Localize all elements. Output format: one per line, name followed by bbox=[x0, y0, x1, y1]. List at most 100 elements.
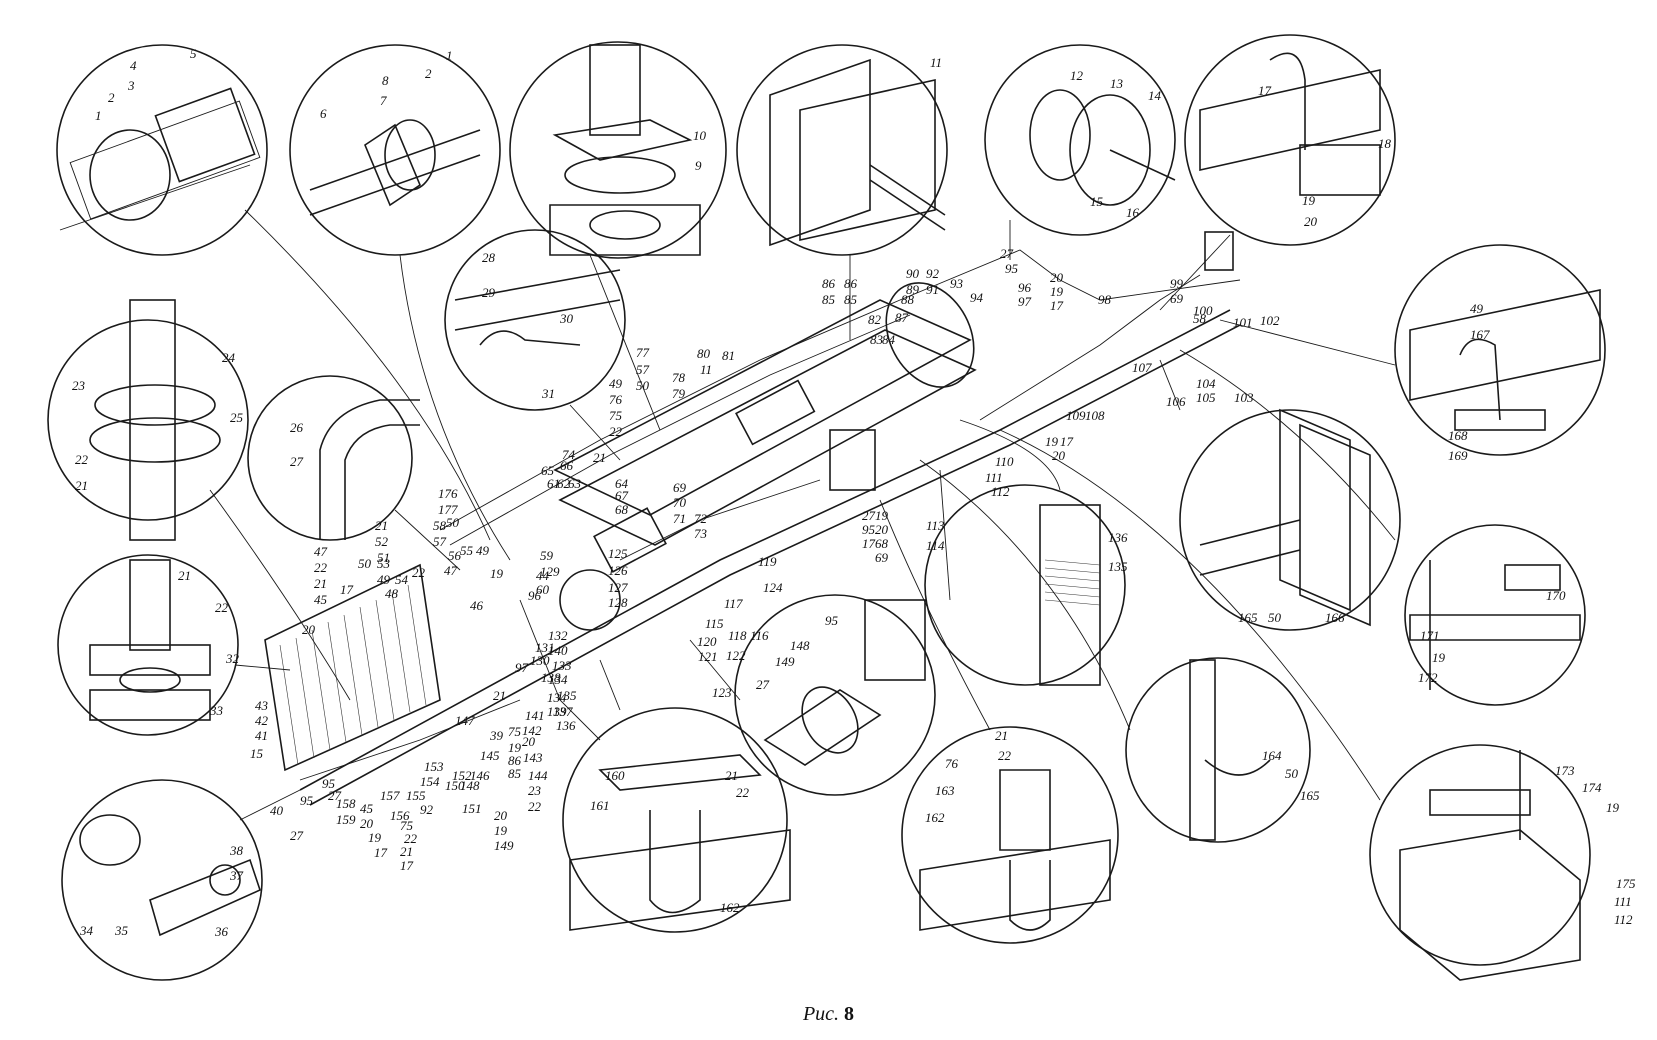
callout-group-detail-3: 10 9 bbox=[693, 128, 707, 173]
callout-number: 156 bbox=[390, 808, 410, 823]
callout-number: 91 bbox=[926, 282, 939, 297]
callout-number: 30 bbox=[559, 311, 574, 326]
callout-number: 95 bbox=[862, 522, 876, 537]
detail-circle-1 bbox=[56, 44, 268, 256]
callout-number: 163 bbox=[935, 783, 955, 798]
callout-group-detail-13: 165 50 166 bbox=[1238, 610, 1345, 625]
callout-number: 19 bbox=[368, 830, 382, 845]
callout-number: 93 bbox=[950, 276, 964, 291]
callout-number: 21 bbox=[493, 688, 506, 703]
callout-number: 94 bbox=[970, 290, 984, 305]
callout-number: 20 bbox=[360, 816, 374, 831]
callout-number: 134 bbox=[547, 690, 567, 705]
callout-group-detail-4: 11 bbox=[930, 55, 942, 70]
callout-number: 159 bbox=[336, 812, 356, 827]
callout-number: 69 bbox=[1170, 291, 1184, 306]
callout-number: 1 bbox=[95, 108, 102, 123]
callout-number: 142 bbox=[522, 723, 542, 738]
callout-number: 173 bbox=[1555, 763, 1575, 778]
callout-number: 22 bbox=[412, 565, 426, 580]
callout-number: 74 bbox=[562, 447, 576, 462]
callout-number: 41 bbox=[255, 728, 268, 743]
callout-number: 137 bbox=[553, 704, 573, 719]
callout-number: 57 bbox=[636, 362, 650, 377]
callout-group-detail-17: 160 21 22 161 162 bbox=[590, 768, 750, 915]
callout-number: 95 bbox=[825, 613, 839, 628]
detail-circle-5 bbox=[984, 44, 1176, 236]
detail-circle-11 bbox=[61, 779, 263, 981]
callout-number: 23 bbox=[72, 378, 86, 393]
callout-number: 115 bbox=[705, 616, 724, 631]
callout-number: 86 bbox=[822, 276, 836, 291]
callout-number: 80 bbox=[697, 346, 711, 361]
callout-number: 49 bbox=[377, 572, 391, 587]
callout-number: 52 bbox=[375, 534, 389, 549]
callout-number: 27 bbox=[290, 454, 304, 469]
callout-number: 77 bbox=[636, 345, 650, 360]
callout-number: 129 bbox=[540, 564, 560, 579]
figure-caption: Рис. 8 bbox=[0, 1003, 1657, 1026]
callout-number: 35 bbox=[114, 923, 129, 938]
callout-number: 166 bbox=[1325, 610, 1345, 625]
callout-group-detail-1: 1 2 3 4 5 bbox=[95, 46, 197, 123]
callout-number: 84 bbox=[882, 332, 896, 347]
callout-number: 149 bbox=[775, 654, 795, 669]
callout-number: 130 bbox=[530, 653, 550, 668]
callout-number: 105 bbox=[1196, 390, 1216, 405]
callout-number: 27 bbox=[756, 677, 770, 692]
callout-number: 27 bbox=[328, 788, 342, 803]
callout-number: 96 bbox=[1018, 280, 1032, 295]
callout-number: 157 bbox=[380, 788, 400, 803]
callout-number: 53 bbox=[377, 556, 391, 571]
callout-number: 21 bbox=[995, 728, 1008, 743]
callout-number: 62 bbox=[557, 476, 571, 491]
callout-number: 11 bbox=[700, 362, 712, 377]
callout-number: 125 bbox=[608, 546, 628, 561]
callout-number: 20 bbox=[1304, 214, 1318, 229]
callout-number: 44 bbox=[536, 568, 550, 583]
detail-circle-10 bbox=[57, 554, 239, 736]
callout-number: 111 bbox=[985, 470, 1003, 485]
callout-number: 154 bbox=[420, 774, 440, 789]
callout-number: 26 bbox=[290, 420, 304, 435]
callout-number: 17 bbox=[1258, 83, 1272, 98]
callout-number: 96 bbox=[528, 588, 542, 603]
callout-number: 104 bbox=[1196, 376, 1216, 391]
callout-number: 69 bbox=[875, 550, 889, 565]
callout-number: 99 bbox=[1170, 276, 1184, 291]
callout-number: 17 bbox=[1060, 434, 1074, 449]
callout-number: 21 bbox=[314, 576, 327, 591]
callout-group-detail-20: 173 174 19 175 111 112 bbox=[1555, 763, 1636, 927]
callout-number: 19 bbox=[1302, 193, 1316, 208]
callout-number: 55 bbox=[460, 543, 474, 558]
callout-number: 20 bbox=[522, 734, 536, 749]
callout-group-detail-11: 38 37 34 35 36 bbox=[79, 843, 244, 939]
callout-number: 21 bbox=[75, 478, 88, 493]
callout-number: 95 bbox=[1005, 261, 1019, 276]
callout-number: 17 bbox=[340, 582, 354, 597]
detail-circle-7 bbox=[47, 299, 249, 541]
callout-number: 19 bbox=[494, 823, 508, 838]
detail-circle-13 bbox=[1179, 408, 1401, 631]
callout-number: 88 bbox=[901, 292, 915, 307]
caption-number: 8 bbox=[844, 1003, 855, 1025]
callout-number: 14 bbox=[1148, 88, 1162, 103]
callout-number: 70 bbox=[673, 495, 687, 510]
callout-group-detail-19: 164 50 165 bbox=[1262, 748, 1320, 803]
callout-number: 43 bbox=[255, 698, 269, 713]
callout-number: 149 bbox=[494, 838, 514, 853]
callout-group-detail-12: 49 167 168 169 bbox=[1448, 301, 1490, 463]
callout-number: 69 bbox=[673, 480, 687, 495]
callout-number: 113 bbox=[926, 518, 945, 533]
callout-number: 9 bbox=[695, 158, 702, 173]
detail-circle-19 bbox=[1125, 657, 1311, 843]
callout-number: 127 bbox=[608, 580, 628, 595]
callout-number: 82 bbox=[868, 312, 882, 327]
callout-number: 72 bbox=[694, 511, 708, 526]
callout-group-detail-2: 6 7 8 1 2 bbox=[320, 48, 453, 121]
callout-number: 97 bbox=[1018, 294, 1032, 309]
callout-number: 98 bbox=[1098, 292, 1112, 307]
callout-number: 22 bbox=[609, 424, 623, 439]
callout-number: 146 bbox=[470, 768, 490, 783]
